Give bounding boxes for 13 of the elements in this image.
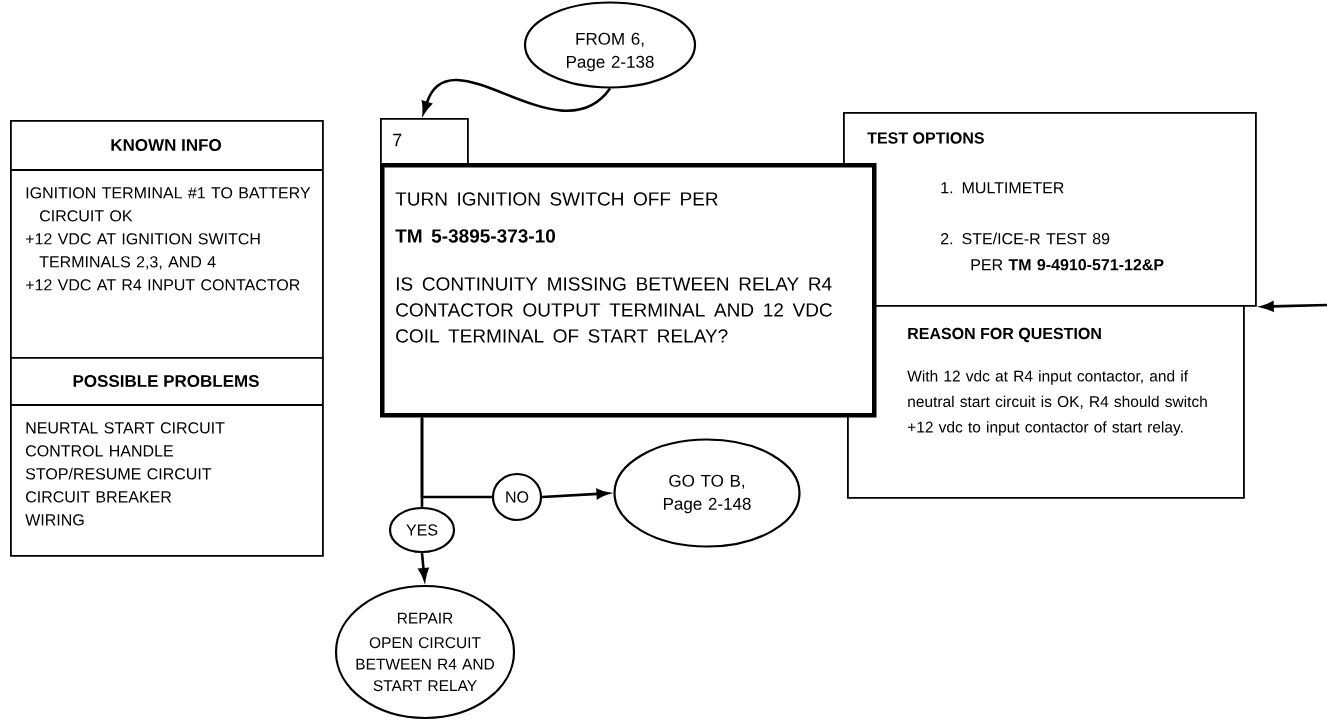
answer-oval: NO bbox=[491, 472, 543, 522]
step-number-box: 7 bbox=[380, 118, 469, 165]
answer-oval: YES bbox=[388, 506, 456, 554]
arrow bbox=[542, 488, 610, 499]
info-panel: REASON FOR QUESTION With 12 vdc at R4 input contactor, and if neutral start circuit is OK, R4 should switch +12 vdc to input contactor of start relay. bbox=[847, 305, 1245, 499]
info-panel: TEST OPTIONS 1. MULTIMETER 2. STE/ICE-R TEST 89 PER TM 9-4910-571-12&P bbox=[843, 112, 1257, 307]
question-box: TURN IGNITION SWITCH OFF PER TM 5-3895-373-10 IS CONTINUITY MISSING BETWEEN RELAY R4 CONTACTOR OUTPUT TERMINAL AND 12 VDC COIL TERMINAL OF START RELAY? bbox=[380, 163, 877, 418]
action-oval: REPAIR OPEN CIRCUIT BETWEEN R4 AND START RELAY bbox=[334, 584, 516, 720]
connector-oval: FROM 6, Page 2-138 bbox=[523, 1, 697, 89]
info-panel: POSSIBLE PROBLEMS NEURTAL START CIRCUIT CONTROL HANDLE STOP/RESUME CIRCUIT CIRCUIT BREAKER WIRING bbox=[9, 357, 324, 557]
connector-oval: GO TO B, Page 2-148 bbox=[613, 438, 801, 548]
info-panel: KNOWN INFO IGNITION TERMINAL #1 TO BATTERY CIRCUIT OK +12 VDC AT IGNITION SWITCH TERMINALS 2,3, AND 4 +12 VDC AT R4 INPUT CONTACTOR bbox=[9, 120, 324, 359]
connector-line bbox=[420, 417, 492, 499]
